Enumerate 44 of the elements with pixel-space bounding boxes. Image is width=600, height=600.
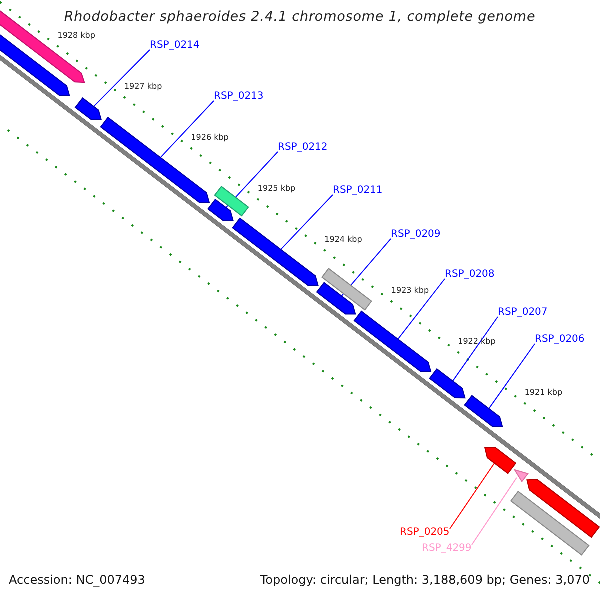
scale-label: 1926 kbp xyxy=(191,132,229,142)
leader-line xyxy=(450,462,496,530)
leader-line xyxy=(280,194,334,250)
gene-label: RSP_0205 xyxy=(400,527,450,539)
leader-line xyxy=(341,238,392,297)
gene-feature xyxy=(429,368,466,399)
gene-label: RSP_0206 xyxy=(535,334,585,346)
gene-feature xyxy=(464,395,504,428)
scale-label: 1928 kbp xyxy=(58,30,96,40)
gene-feature xyxy=(214,186,250,217)
leader-line xyxy=(488,344,536,410)
gene-label: RSP_0208 xyxy=(445,269,495,281)
gene-feature xyxy=(232,218,319,286)
accession-label: Accession: NC_007493 xyxy=(9,573,146,588)
gene-feature xyxy=(526,479,600,538)
leader-line xyxy=(452,316,498,382)
gene-label: RSP_0214 xyxy=(150,40,200,52)
gene-feature xyxy=(354,310,432,372)
gene-label: RSP_0207 xyxy=(498,307,548,319)
scale-label: 1922 kbp xyxy=(458,336,496,346)
gene-feature xyxy=(322,268,372,311)
gene-label: RSP_0213 xyxy=(214,91,264,103)
gene-label: RSP_0211 xyxy=(333,185,383,197)
genome-stats-label: Topology: circular; Length: 3,188,609 bp; Genes: 3,070 xyxy=(260,573,590,588)
gene-label: RSP_4299 xyxy=(422,543,472,555)
gene-feature xyxy=(484,447,517,474)
leader-line xyxy=(93,50,150,108)
gene-label: RSP_0212 xyxy=(278,142,328,154)
leader-line xyxy=(472,477,518,546)
gene-feature xyxy=(510,490,590,556)
scale-label: 1927 kbp xyxy=(124,82,162,92)
gene-feature xyxy=(316,282,356,315)
scale-label: 1923 kbp xyxy=(391,286,430,296)
diagram-title: Rhodobacter sphaeroides 2.4.1 chromosome 1, complete genome xyxy=(63,9,537,26)
gene-feature xyxy=(208,198,234,222)
leader-line xyxy=(398,278,446,340)
scale-label: 1925 kbp xyxy=(258,184,296,194)
leader-line xyxy=(226,152,278,208)
gene-marker xyxy=(514,469,529,483)
scale-label: 1921 kbp xyxy=(524,388,563,398)
gene-label: RSP_0209 xyxy=(391,229,441,241)
gene-feature xyxy=(74,98,102,120)
leader-line xyxy=(160,100,214,158)
gene-feature xyxy=(100,116,210,203)
